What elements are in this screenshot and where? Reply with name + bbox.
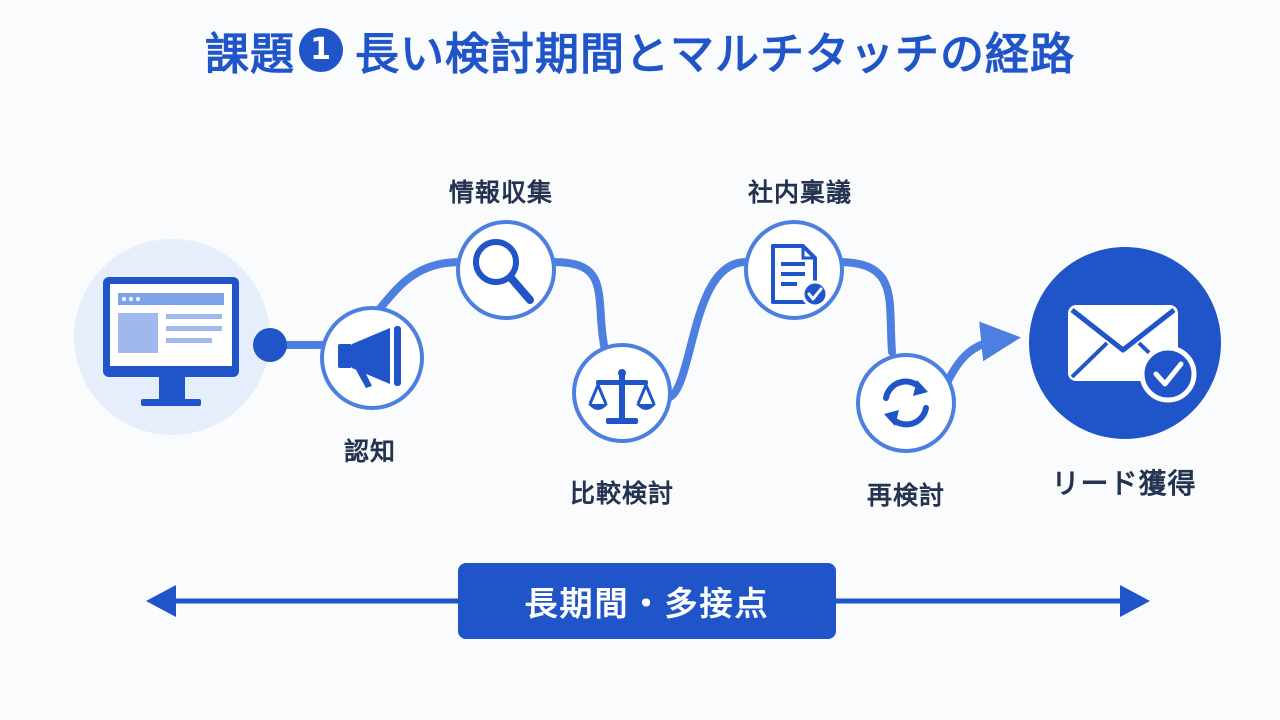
path-start-dot	[253, 328, 287, 362]
goal-node	[1029, 247, 1221, 439]
megaphone-icon	[338, 326, 401, 388]
document-check-icon	[771, 244, 829, 308]
duration-badge: 長期間・多接点	[458, 563, 836, 639]
magnifier-icon	[473, 239, 534, 304]
page-title: 課題 1 長い検討期間とマルチタッチの経路	[0, 18, 1280, 82]
step-info	[456, 220, 556, 320]
title-prefix: 課題	[205, 29, 295, 80]
step-reconsider	[856, 353, 956, 453]
step-approval	[744, 220, 844, 320]
step-label-approval: 社内稟議	[747, 178, 853, 207]
envelope-check-icon	[1068, 305, 1197, 403]
step-label-awareness: 認知	[343, 437, 397, 466]
refresh-icon	[883, 378, 929, 428]
step-awareness	[320, 306, 424, 410]
title-number-badge: 1	[299, 28, 343, 72]
step-compare	[572, 343, 672, 443]
monitor-icon	[103, 277, 239, 406]
step-label-reconsider: 再検討	[866, 481, 946, 510]
scale-icon	[588, 369, 656, 424]
goal-label: リード獲得	[1051, 467, 1197, 500]
step-label-info: 情報収集	[448, 178, 554, 207]
title-text: 長い検討期間とマルチタッチの経路	[355, 29, 1075, 80]
step-label-compare: 比較検討	[569, 479, 675, 508]
start-node	[74, 239, 270, 435]
